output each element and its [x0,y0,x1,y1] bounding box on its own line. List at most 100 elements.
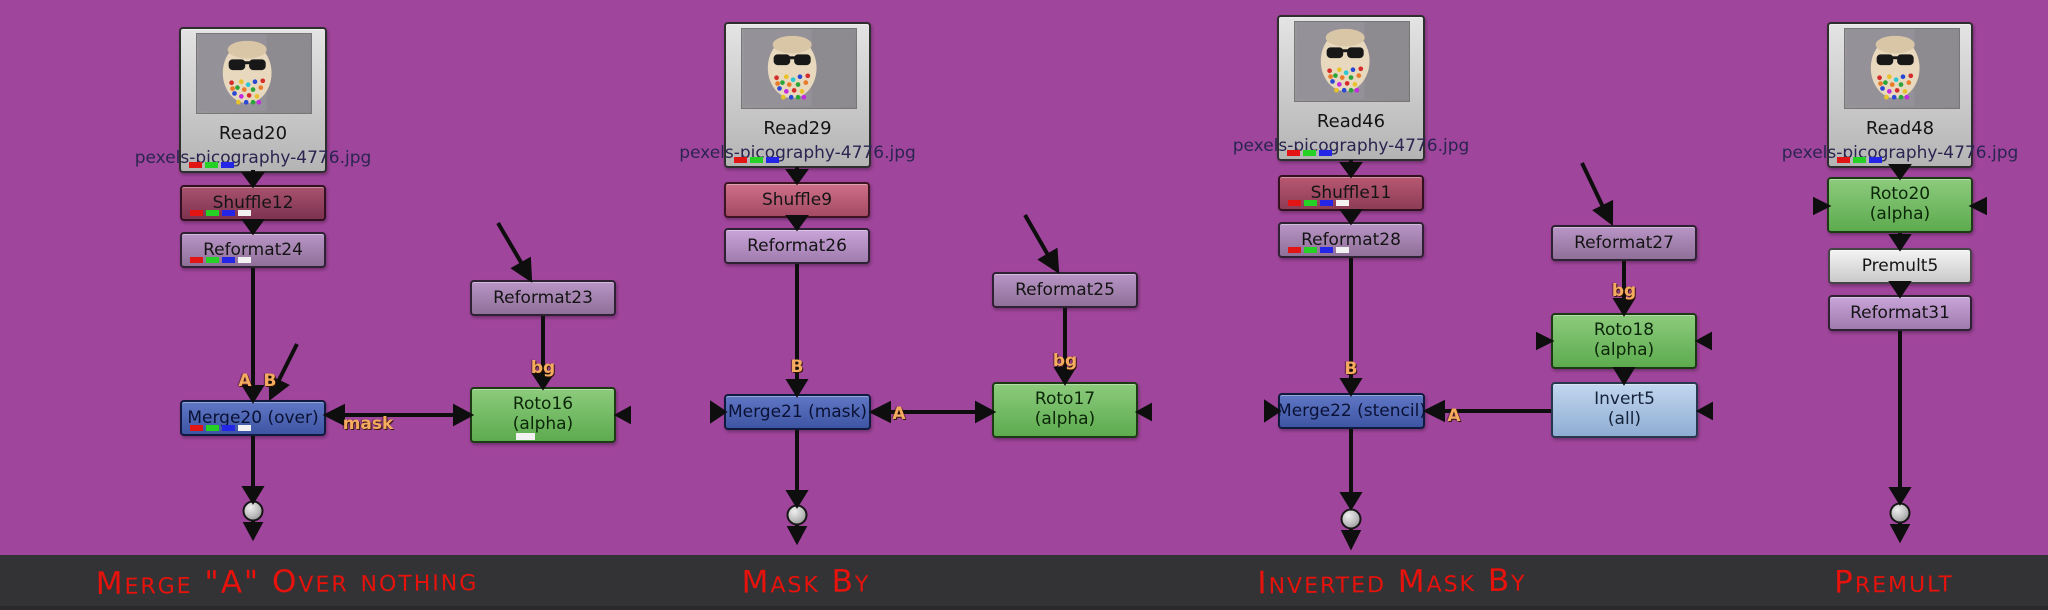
channel-bars [1288,247,1349,253]
wire-dangling-reformat23 [496,221,533,283]
node-roto17[interactable]: Roto17 (alpha) [992,382,1138,438]
input-label-b: B [790,357,804,377]
caption-merge-a-over-nothing: Merge "A" Over nothing [95,561,479,603]
channel-bars [1288,200,1349,206]
wire-dangling-reformat25 [1023,214,1060,274]
read46-thumbnail [1294,21,1410,102]
node-label: Merge22 (stencil) [1277,401,1426,421]
node-reformat28[interactable]: Reformat28 [1278,222,1424,258]
node-label: Shuffle9 [761,190,833,210]
roto20-left-input-indicator [1813,196,1832,216]
invert5-right-input-indicator [1695,401,1713,421]
node-merge20[interactable]: Merge20 (over) [180,400,326,436]
node-reformat26[interactable]: Reformat26 [724,228,870,264]
node-premult5[interactable]: Premult5 [1828,248,1972,284]
node-read46[interactable]: Read46 pexels-picography-4776.jpg [1233,15,1469,161]
node-sublabel: (all) [1607,409,1642,429]
node-shuffle12[interactable]: Shuffle12 [180,185,326,221]
node-label: Premult5 [1861,256,1939,276]
node-label: Read29 [763,118,832,139]
node-label: Roto17 [1034,389,1096,410]
node-label: Reformat24 [203,240,303,260]
channel-bars [734,157,779,163]
node-label: Reformat26 [747,236,847,256]
node-label: Reformat25 [1015,280,1115,300]
node-label: Read46 [1316,111,1386,132]
wire-reformat26-merge21-B [785,264,809,398]
channel-bars [1287,150,1332,156]
wire-reformat27-roto18-bg [1612,261,1636,317]
node-sublabel: (alpha) [1593,340,1655,360]
input-label-mask: mask [342,414,394,434]
roto16-right-input-indicator [613,405,631,425]
node-label: Read48 [1865,118,1935,139]
caption-bar [0,555,2048,610]
node-invert5[interactable]: Invert5 (all) [1551,382,1698,438]
node-label: Reformat31 [1850,303,1950,323]
roto18-left-input-indicator [1536,331,1555,351]
dot-node[interactable] [242,500,264,522]
read-filename: pexels-picography-4776.jpg [1232,136,1470,156]
node-sublabel: (alpha) [1034,409,1096,429]
wire-dot2-out [786,525,808,546]
read-filename: pexels-picography-4776.jpg [679,143,916,163]
dot-node[interactable] [786,504,808,526]
node-roto16[interactable]: Roto16 (alpha) [470,387,616,443]
node-label: Invert5 [1594,389,1655,410]
node-sublabel: (alpha) [512,414,574,434]
wire-dot1-out [242,521,264,542]
wire-merge20-dot [241,436,265,505]
node-reformat24[interactable]: Reformat24 [180,232,326,268]
wire-shuffle12-reformat24 [241,219,265,236]
node-merge21[interactable]: Merge21 (mask) [724,394,871,430]
wire-merge22-dot [1339,429,1363,511]
wire-reformat23-roto16-bg [531,316,555,391]
read48-thumbnail [1844,28,1960,109]
wire-roto17-merge21-A [868,400,997,424]
node-read29[interactable]: Read29 pexels-picography-4776.jpg [679,22,916,168]
node-roto18[interactable]: Roto18 (alpha) [1551,313,1697,369]
wire-dangling-reformat27 [1580,162,1614,227]
wire-reformat24-merge20-A [241,268,265,404]
node-shuffle9[interactable]: Shuffle9 [724,182,870,218]
node-shuffle11[interactable]: Shuffle11 [1278,175,1424,211]
node-label: Reformat28 [1301,230,1401,250]
node-label: Roto16 [512,394,574,415]
input-label-a: A [238,371,252,391]
input-label-bg: bg [1611,281,1637,301]
caption-inverted-mask-by: Inverted Mask By [1257,562,1527,602]
wire-reformat25-roto17-bg [1053,308,1077,386]
read29-thumbnail [741,28,857,109]
node-reformat25[interactable]: Reformat25 [992,272,1138,308]
input-label-bg: bg [530,358,556,378]
node-sublabel: (alpha) [1869,204,1931,224]
node-reformat23[interactable]: Reformat23 [470,280,616,316]
node-reformat27[interactable]: Reformat27 [1551,225,1697,261]
node-label: Roto20 [1869,184,1931,205]
node-merge22[interactable]: Merge22 (stencil) [1277,393,1426,429]
channel-bars [190,210,251,216]
roto20-right-input-indicator [1968,196,1987,216]
wire-dot4-out [1889,523,1911,544]
caption-mask-by: Mask By [741,563,871,601]
wire-read29-shuffle9 [785,167,809,186]
wire-reformat31-dot [1888,331,1912,506]
node-reformat31[interactable]: Reformat31 [1828,295,1972,331]
wire-shuffle11-reformat28 [1339,209,1363,226]
node-label: Reformat23 [493,288,593,308]
channel-bars [190,257,251,263]
wire-dot3-out [1340,529,1362,551]
channel-bars [190,425,251,431]
input-label-a: A [892,404,906,424]
node-read20[interactable]: Read20 pexels-picography-4776.jpg [135,27,371,173]
read-filename: pexels-picography-4776.jpg [134,148,372,168]
node-read48[interactable]: Read48 pexels-picography-4776.jpg [1782,22,2018,168]
read-filename: pexels-picography-4776.jpg [1781,143,2019,163]
channel-bars [189,162,234,168]
input-label-bg: bg [1052,351,1078,371]
dot-node[interactable] [1889,502,1911,524]
node-roto20[interactable]: Roto20 (alpha) [1827,177,1973,233]
dot-node[interactable] [1340,508,1362,530]
caption-premult: Premult [1833,563,1955,601]
alpha-channel-bar [516,433,535,440]
